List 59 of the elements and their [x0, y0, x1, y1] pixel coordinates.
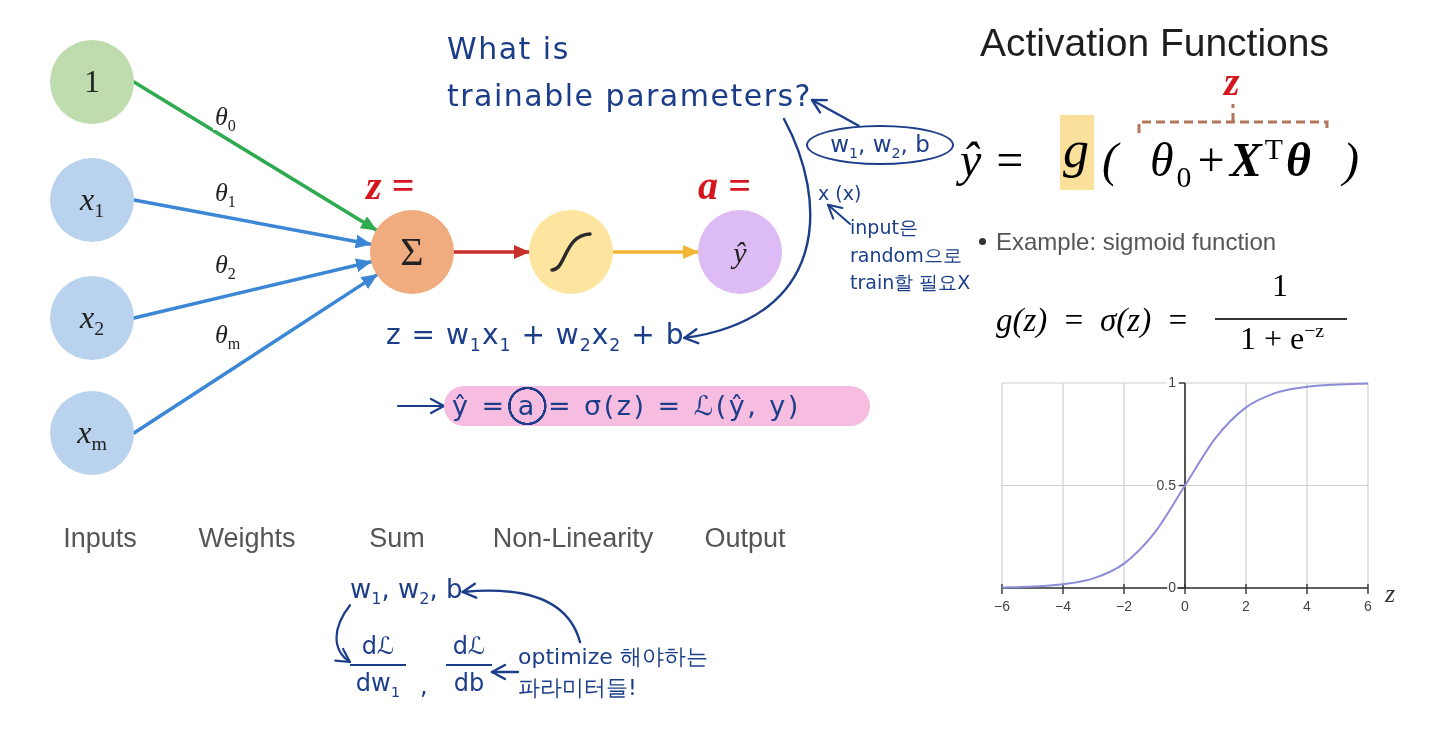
stage-label: Inputs [63, 522, 137, 555]
handwritten-note: w$_{1}$, w$_{2}$, b [350, 574, 463, 606]
arrow [452, 245, 531, 259]
stage-label: Output [704, 522, 786, 555]
handwritten-note: , [420, 672, 428, 701]
handwritten-note: z = w$_{1}$x$_{1}$ + w$_{2}$x$_{2}$ + b [386, 318, 685, 352]
bullet-text: Example: sigmoid function [996, 228, 1277, 257]
arrow [132, 198, 373, 249]
handwritten-note: What is trainable parameters? [447, 26, 812, 119]
handwritten-note: dℒ [361, 632, 395, 661]
handwritten-note: x (x) [818, 182, 862, 205]
hand-drawn-arrow [334, 604, 352, 664]
edge-label: θ$_{2}$ [213, 252, 238, 278]
edge-label: θ$_{m}$ [213, 322, 243, 348]
edge-label: θ$_{0}$ [213, 104, 238, 130]
highlighted-symbol: g [1060, 115, 1094, 191]
tick-label: 0 [1181, 598, 1189, 615]
stage-label: Non-Linearity [492, 522, 654, 555]
handwritten-note: db [453, 669, 485, 699]
tick-label: −2 [1116, 598, 1132, 615]
stage-label: Sum [369, 522, 425, 555]
arrow [132, 258, 373, 320]
stage-label: Weights [198, 522, 296, 555]
tick-label: 4 [1303, 598, 1311, 615]
tick-label: 6 [1364, 598, 1372, 615]
node-label: x$_{m}$ [77, 415, 107, 451]
edge-label: θ$_{1}$ [213, 180, 238, 206]
fraction-denominator: 1 + e$^{−z}$ [1239, 321, 1325, 357]
tick-label: −4 [1055, 598, 1071, 615]
arrow [611, 245, 700, 259]
hand-drawn-arrow [810, 98, 860, 127]
node-label: ŷ [733, 235, 747, 269]
handwritten-note: w$_{1}$, w$_{2}$, b [830, 131, 930, 159]
node-label: x$_{1}$ [79, 182, 105, 218]
highlight-band [444, 386, 870, 426]
circled-note [806, 125, 954, 165]
node-label: x$_{2}$ [79, 300, 105, 336]
variable-label: z = [366, 164, 415, 208]
arrow [132, 273, 379, 435]
tick-label: −6 [994, 598, 1010, 615]
arrow [132, 80, 378, 232]
fraction-numerator: 1 [1272, 268, 1288, 304]
handwritten-note: optimize 해야하는 파라미터들! [518, 642, 768, 704]
node-label: Σ [400, 230, 424, 274]
hand-drawn-arrow [827, 203, 851, 225]
hand-drawn-arrow [396, 397, 446, 415]
handwritten-equation: ŷ = a = σ(z) = ℒ(ŷ, y) [452, 389, 801, 423]
hand-drawn-arrow [683, 117, 812, 344]
tick-label: 2 [1242, 598, 1250, 615]
formula-text: ( θ$_{0}$+X$^{T}$θ ) [1102, 134, 1362, 187]
axis-label: z [1385, 580, 1396, 609]
handwritten-note: input은 random으로 train할 필요X [850, 214, 974, 297]
hand-drawn-arrow [490, 663, 520, 681]
hand-drawn-arrow [461, 582, 582, 644]
node-label: 1 [84, 64, 100, 100]
formula-text: g(z) = σ(z) = [996, 302, 1189, 339]
handwritten-note: dw$_{1}$ [355, 669, 401, 699]
handwritten-note: dℒ [452, 632, 486, 661]
variable-label: a = [698, 164, 751, 208]
